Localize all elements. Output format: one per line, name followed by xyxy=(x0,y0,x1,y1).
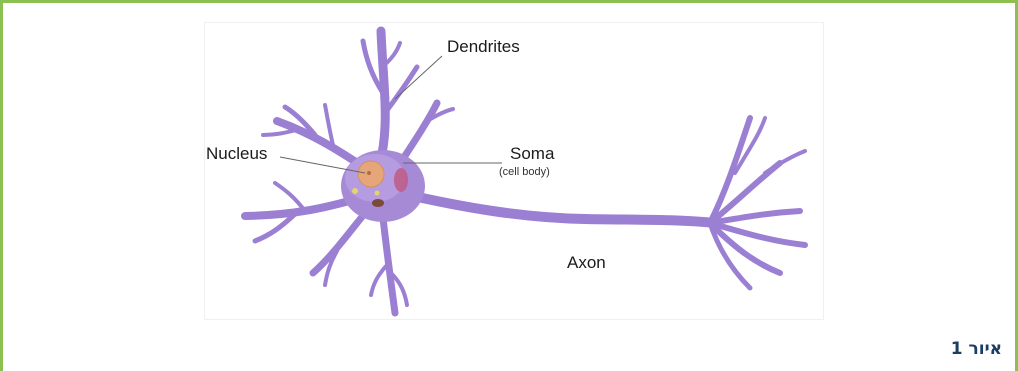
dendrite xyxy=(313,213,365,273)
dendrite-branch xyxy=(263,129,300,135)
soma-label: Soma xyxy=(510,144,554,164)
nucleus xyxy=(358,161,384,187)
dendrite xyxy=(277,121,365,168)
dendrites-label: Dendrites xyxy=(447,37,520,57)
axon-label: Axon xyxy=(567,253,606,273)
dendrite-branch xyxy=(325,105,333,145)
soma-sublabel: (cell body) xyxy=(499,166,550,178)
dendrite xyxy=(380,31,385,163)
nucleus-label: Nucleus xyxy=(206,144,267,164)
figure-caption: איור 1 xyxy=(951,339,1002,359)
organelle xyxy=(372,199,384,207)
vesicle xyxy=(375,191,380,196)
axon xyxy=(400,193,715,223)
dendrites-leader-line xyxy=(395,56,442,99)
nucleolus xyxy=(367,171,371,175)
dendrite-branch xyxy=(371,263,389,295)
axon-terminal xyxy=(765,151,805,173)
vesicle xyxy=(352,188,358,194)
dendrite-branch xyxy=(385,67,417,113)
dendrite-branch xyxy=(275,183,305,211)
mitochondria xyxy=(394,168,408,192)
